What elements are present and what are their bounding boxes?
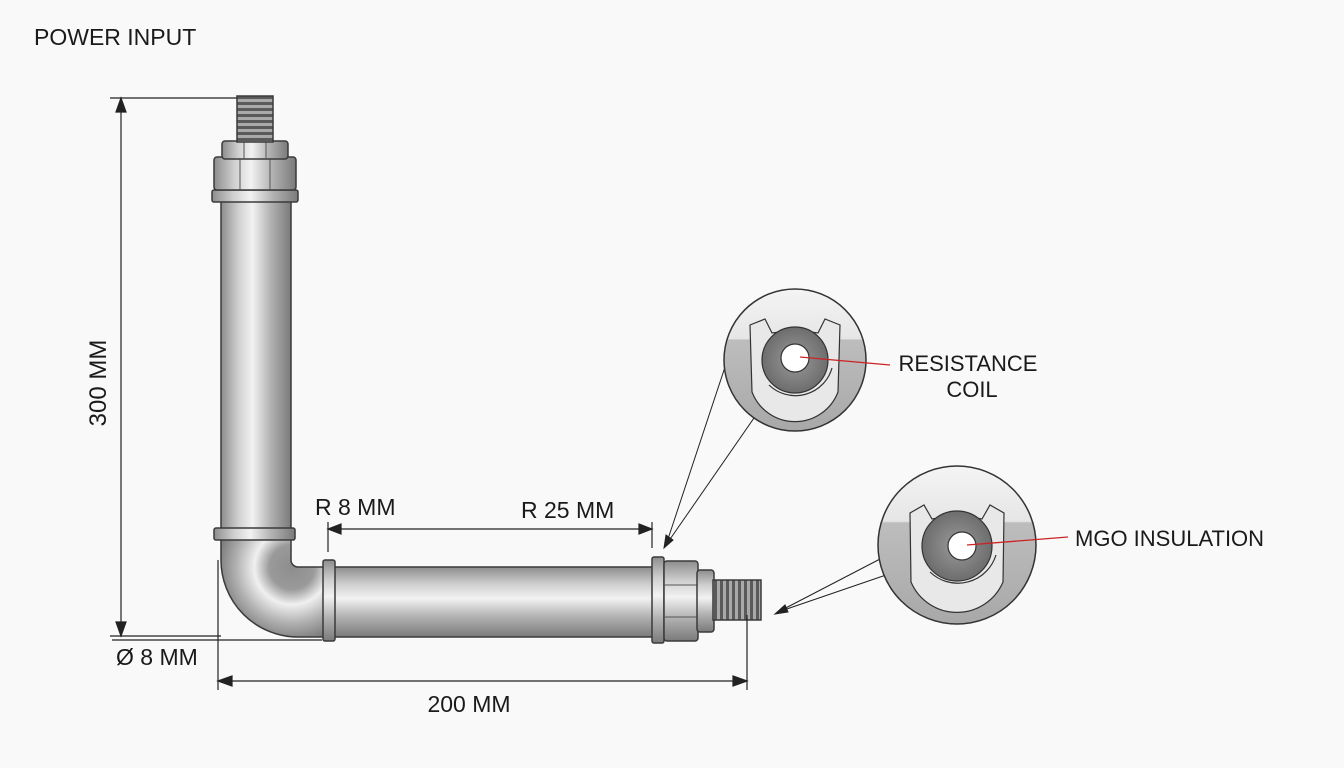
resistance-coil-detail <box>723 288 891 432</box>
top-collar <box>211 189 299 203</box>
horizontal-tube <box>328 566 660 638</box>
radius-dimension <box>326 522 654 552</box>
top-fitting <box>213 95 297 191</box>
horizontal-collar-right <box>651 556 665 644</box>
bend-radius-large-label: R 25 MM <box>521 497 614 523</box>
height-dimension <box>110 96 237 638</box>
detail-leaders <box>663 357 887 615</box>
height-label: 300 MM <box>85 340 112 427</box>
vertical-tube <box>220 197 292 539</box>
bend-radius-small-label: R 8 MM <box>315 494 396 520</box>
mgo-insulation-label: MGO INSULATION <box>1075 526 1264 551</box>
lower-collar <box>213 527 296 541</box>
tube-bend <box>220 537 330 638</box>
resistance-coil-label: RESISTANCE <box>899 351 1038 376</box>
mgo-insulation-detail <box>877 465 1069 625</box>
diameter-label: Ø 8 MM <box>116 644 198 670</box>
length-dimension <box>216 560 749 690</box>
horizontal-collar-left <box>322 559 336 642</box>
length-label: 200 MM <box>427 691 510 717</box>
power-input-label: POWER INPUT <box>34 24 196 50</box>
right-fitting <box>663 560 762 642</box>
resistance-coil-label-line2: COIL <box>946 377 997 402</box>
